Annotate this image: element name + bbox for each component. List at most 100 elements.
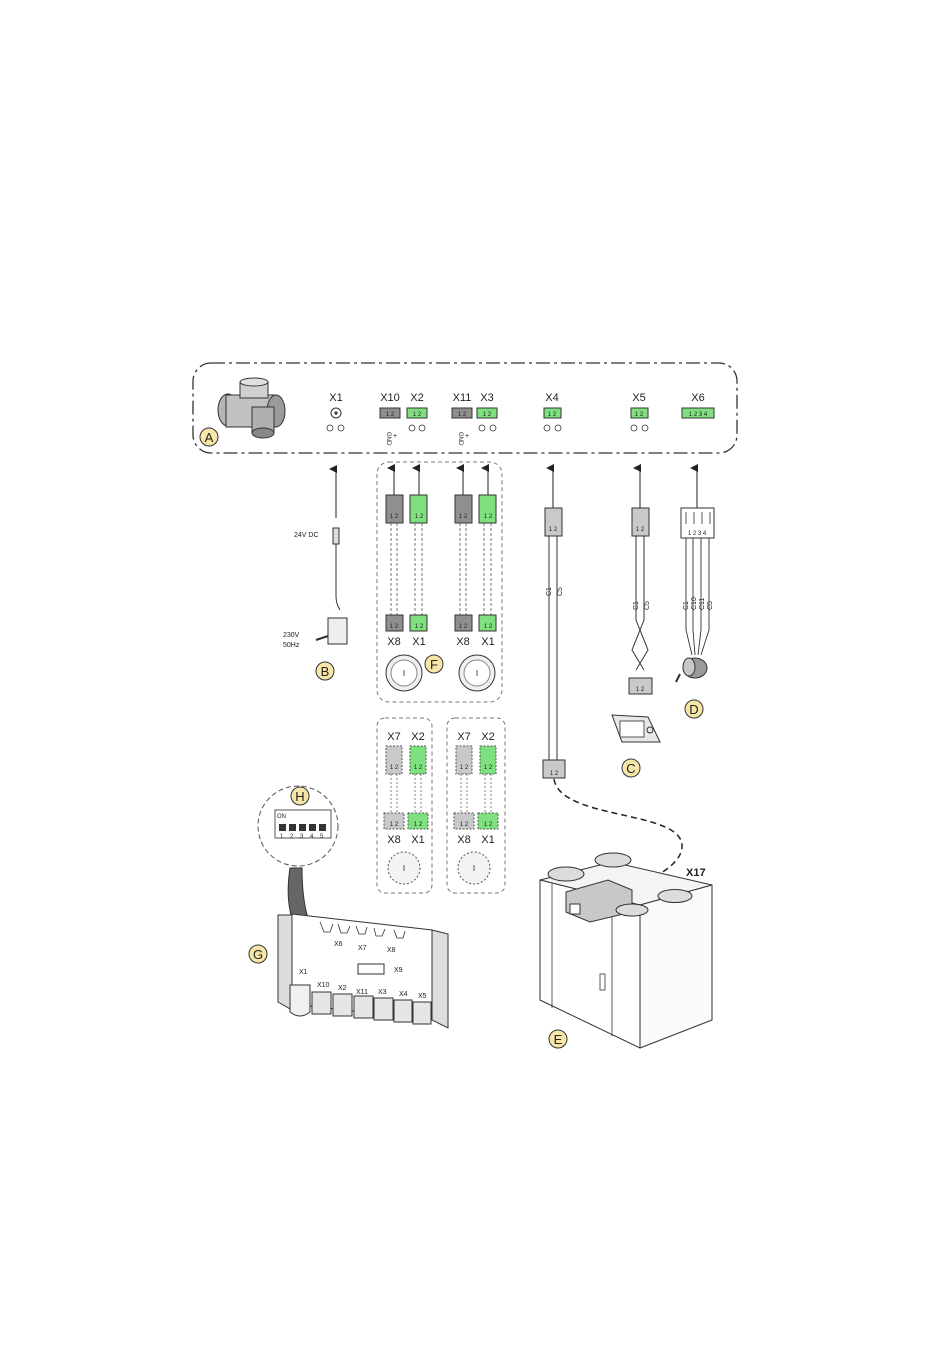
ac-voltage-label: 230V (283, 632, 300, 639)
board-x6-label: X6 (334, 941, 343, 948)
x1-label: X1 (329, 392, 342, 404)
diagram-label: 1 2 (636, 527, 645, 533)
diagram-label: 1 2 (390, 822, 399, 828)
ventilation-unit-icon (539, 852, 713, 1049)
board-x1-label: X1 (299, 969, 308, 976)
diagram-label: 1 2 (414, 765, 423, 771)
x2-polarity-icon (408, 424, 426, 432)
diagram-label: H (295, 789, 304, 804)
diagram-label: 2 (290, 834, 294, 840)
dc-label: 24V DC (294, 532, 319, 539)
x6-label: X6 (691, 392, 704, 404)
x3-terminal (476, 407, 498, 419)
x2-terminal (406, 407, 428, 419)
x3-label: X3 (480, 392, 493, 404)
x4-wire-c1: C1 (546, 587, 553, 596)
f-left-plug-green (409, 494, 428, 524)
lower-right-group-outline (446, 717, 506, 894)
x11-plus-label: + (465, 433, 469, 440)
x4-polarity-icon (543, 424, 562, 432)
f-right-plug-green (478, 494, 497, 524)
diagram-label: 1 2 (460, 822, 469, 828)
x6-cable-plug (680, 507, 715, 539)
valve-icon (217, 377, 286, 439)
x6-wire-c1: C1 (683, 601, 690, 610)
x4-cable-plug-top (544, 507, 563, 537)
diagram-label: 1 2 (635, 412, 644, 418)
diagram-label: 1 2 (413, 412, 422, 418)
x4-terminal (543, 407, 562, 419)
x5-terminal (630, 407, 649, 419)
lower-left-group-outline (376, 717, 433, 894)
diagram-label: 1 (280, 834, 284, 840)
lower-left-x8-label: X8 (387, 834, 400, 846)
diagram-label: 1 2 (415, 514, 424, 520)
x5-cable-plug-bottom (628, 677, 653, 695)
tag-f: F (424, 654, 444, 674)
tag-h: H (290, 786, 310, 806)
x10-label: X10 (380, 392, 400, 404)
board-x7-label: X7 (358, 945, 367, 952)
board-x9-label: X9 (394, 967, 403, 974)
tag-a: A (199, 427, 219, 447)
f-right-x1-label: X1 (481, 636, 494, 648)
diagram-label: E (554, 1032, 563, 1047)
x11-terminal (451, 407, 473, 419)
potentiometer-icon (387, 851, 421, 885)
tag-d: D (684, 699, 704, 719)
diagram-label: 1 2 (550, 771, 559, 777)
diagram-label: 3 (300, 834, 304, 840)
diagram-label: G (253, 947, 263, 962)
tag-b: B (315, 661, 335, 681)
x6-wire-c11: C11 (699, 598, 706, 610)
lower-left-x1-label: X1 (411, 834, 424, 846)
diagram-label: 1 2 (415, 624, 424, 630)
x4-label: X4 (545, 392, 558, 404)
potentiometer-icon (385, 654, 423, 692)
diagram-label: 1 2 (484, 822, 493, 828)
diagram-label: 1 2 (548, 412, 557, 418)
power-adapter-icon (315, 527, 348, 645)
dip-on-label: ON (277, 814, 286, 820)
potentiometer-icon (458, 654, 496, 692)
x4-cable-plug-bottom (542, 759, 566, 779)
potentiometer-icon (457, 851, 491, 885)
x11-label: X11 (453, 392, 472, 404)
dip-switch-icon (274, 809, 332, 839)
x5-cable-plug-top (631, 507, 650, 537)
tag-c: C (621, 758, 641, 778)
diagram-label: 1 2 (483, 412, 492, 418)
x2-label: X2 (410, 392, 423, 404)
lower-right-x2-label: X2 (481, 731, 494, 743)
board-x11-label: X11 (356, 989, 368, 996)
board-x4-label: X4 (399, 991, 408, 998)
diagram-label: 1 2 3 4 (688, 531, 707, 537)
x5-wire-c5: C5 (644, 601, 651, 610)
diagram-label: F (430, 657, 438, 672)
lower-right-x1-label: X1 (481, 834, 494, 846)
tag-e: E (548, 1029, 568, 1049)
diagram-label: B (321, 664, 330, 679)
lower-left-x7-label: X7 (387, 731, 400, 743)
x5-polarity-icon (630, 424, 649, 432)
x11-gnd-label: GND (457, 432, 463, 446)
diagram-label: 1 2 (636, 687, 645, 693)
x3-polarity-icon (478, 424, 497, 432)
diagram-label: A (205, 430, 214, 445)
diagram-label: 1 2 (390, 514, 399, 520)
circuit-board-icon (277, 913, 449, 1029)
diagram-label: 1 2 (484, 514, 493, 520)
f-right-plug-grey (454, 494, 473, 524)
x6-terminal (681, 407, 715, 419)
diagram-label: C (626, 761, 635, 776)
board-x8-label: X8 (387, 947, 396, 954)
diagram-label: 1 2 (459, 514, 468, 520)
x4-wire-c5: C5 (557, 587, 564, 596)
lower-right-x7-label: X7 (457, 731, 470, 743)
x1-polarity-icon (326, 424, 345, 432)
x10-terminal (379, 407, 401, 419)
tag-g: G (248, 944, 268, 964)
board-x3-label: X3 (378, 989, 387, 996)
x6-wire-c5: C5 (707, 601, 714, 610)
